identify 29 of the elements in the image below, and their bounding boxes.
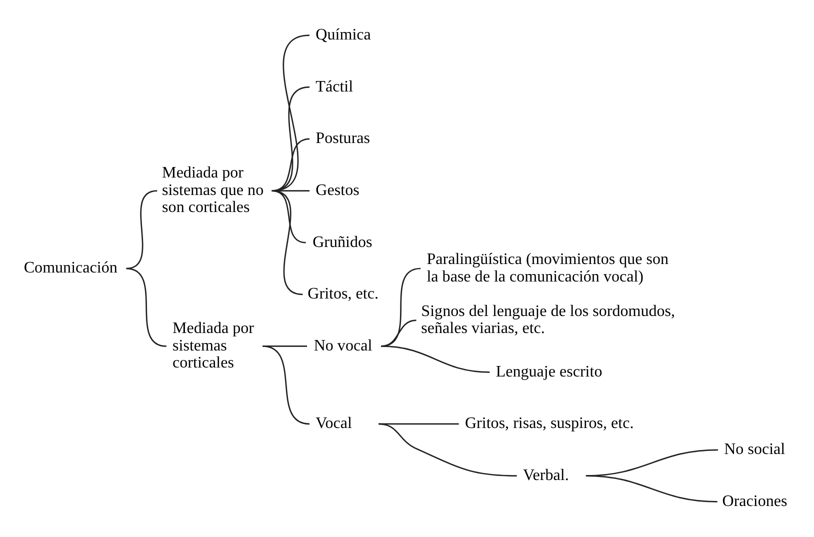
connector: [126, 268, 167, 347]
node-text: Gestos: [316, 182, 360, 199]
connector: [381, 346, 490, 373]
node-text: Signos del lenguaje de los sordomudos, señales viarias, etc.: [421, 302, 676, 338]
connector: [378, 423, 517, 476]
node-text: Mediada por sistemas corticales: [172, 320, 254, 372]
connector: [262, 346, 310, 425]
connector: [272, 86, 310, 192]
node-text: Química: [316, 26, 371, 44]
node-text: Paralingüística (movimientos que son la base de la comunicación vocal): [426, 251, 669, 286]
node-text: Lenguaje escrito: [496, 363, 602, 380]
connector: [272, 138, 310, 192]
node-text: Comunicación: [24, 260, 118, 277]
node-text: Gritos, etc.: [308, 286, 378, 303]
connector: [272, 34, 310, 192]
connector: [272, 190, 303, 296]
connector: [272, 190, 310, 192]
node-text: Posturas: [316, 130, 370, 148]
node-text: Vocal: [316, 415, 352, 432]
node-text: No social: [724, 441, 786, 458]
node-text: Táctil: [316, 78, 354, 96]
connector: [126, 190, 158, 270]
node-text: Mediada por sistemas que no son corticales: [162, 164, 264, 216]
node-text: Oraciones: [722, 492, 788, 510]
node-text: Gritos, risas, suspiros, etc.: [464, 415, 634, 432]
node-text: Gruñidos: [312, 234, 372, 251]
node-text: No vocal: [314, 337, 372, 354]
connector: [586, 475, 718, 502]
node-text: Verbal.: [522, 466, 569, 484]
